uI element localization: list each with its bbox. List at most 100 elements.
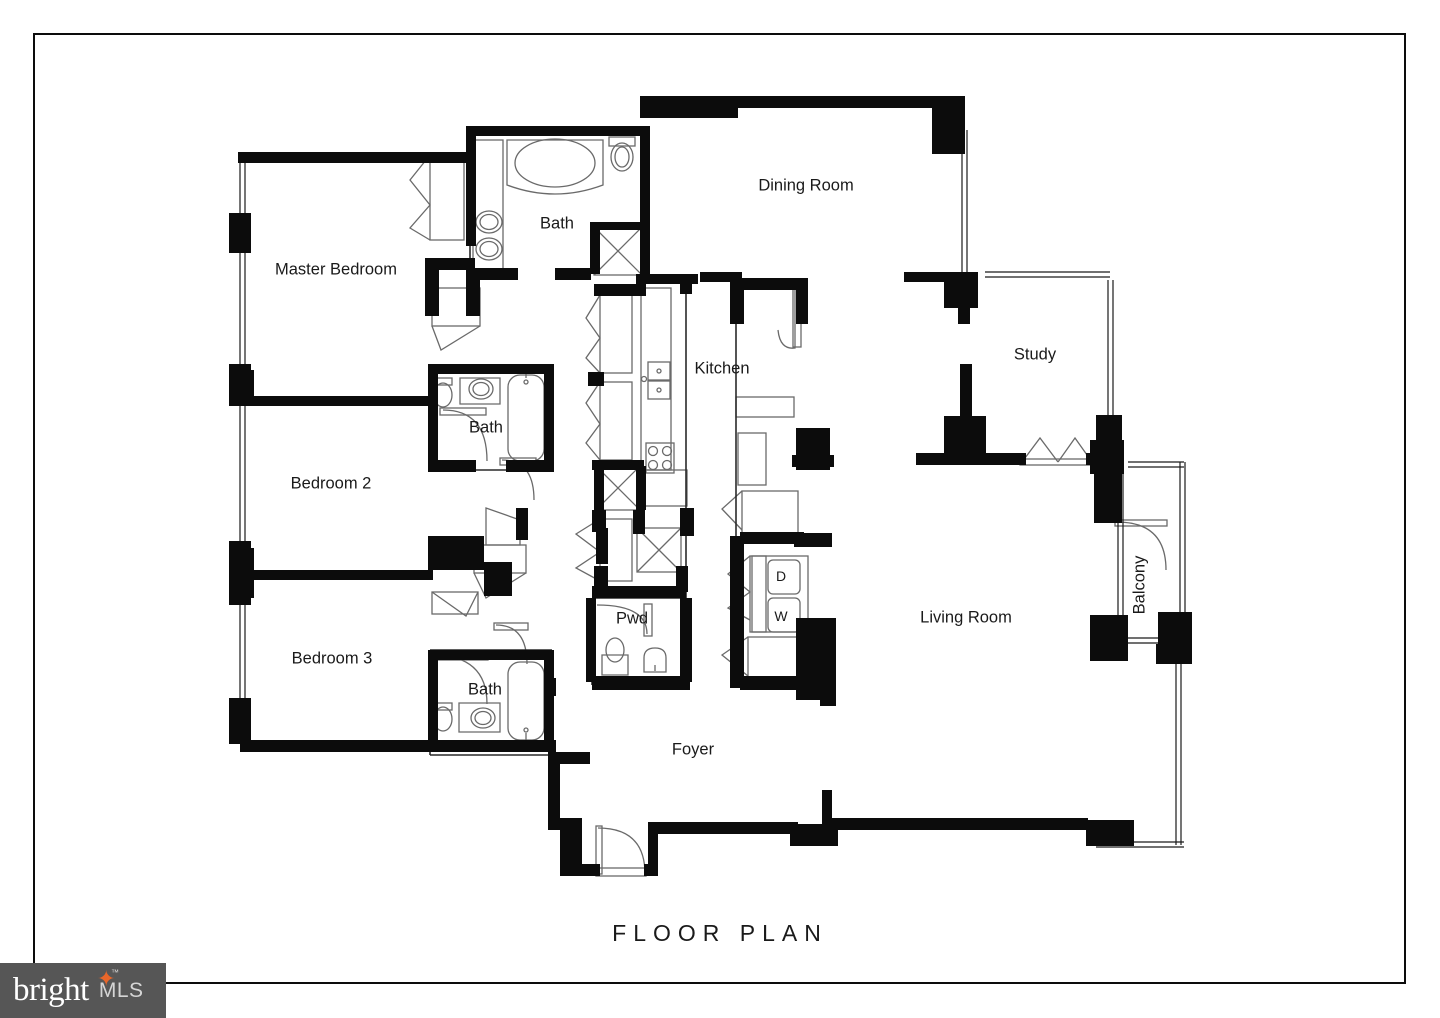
window-left-3 [239,405,246,543]
kitchen-counter-east-upper [735,396,795,418]
wall-foyer-s1 [560,864,600,876]
door-leaf-pwd [643,603,653,637]
wall-pwd-box [591,597,687,686]
wall-bath3-e [544,650,554,750]
sink-upper-basin-master [479,213,499,231]
wall-laundry-s [740,676,836,690]
wall-pwd-w [586,598,596,682]
wall-shower-s [636,274,698,284]
toilet-base-pwd [601,654,629,676]
burner-1 [647,445,659,457]
toilet-bowl-pwd [605,637,625,663]
door-leaf-bed3 [493,622,529,631]
master-closet-shelf [429,154,465,241]
watermark-suffix-label: MLS [98,978,144,1002]
wall-closet-blk-2 [484,562,512,596]
wall-master-north [238,152,470,163]
wall-hall-sub3 [633,510,645,534]
storage-x-b [636,527,682,573]
wall-shower-w [590,222,600,274]
wall-masterbath-s1 [466,268,518,280]
dryer-label: D [775,568,787,584]
wall-dining-sw [700,272,742,282]
closet-door-low [431,591,479,617]
pier-living-s [1086,820,1134,846]
watermark-brand-text: bright ✦ ™ [13,969,119,1008]
wall-kitchen-n [736,278,808,290]
kitchen-door-east [721,490,743,531]
wall-foyer-s3 [648,822,658,876]
wall-closet-e [466,270,480,316]
wall-hall-sub [592,460,644,470]
wall-kitchen-sw [680,508,694,536]
toilet-bowl-master [610,142,634,172]
wall-masterbath-n [466,126,648,136]
pier-foyer-se-stub [822,790,832,826]
tub-surround-master [506,139,604,195]
wall-bath3-s [428,740,554,752]
wall-kitchen-hall-n [594,284,646,296]
sink-drain-left [656,368,662,374]
storage-closet-b [636,527,682,573]
window-walls [239,130,1186,848]
wall-closet-blk-3 [516,508,528,540]
wall-bath3-w [428,650,438,750]
window-living-right [1175,646,1182,845]
shower-x-master [593,226,643,276]
wall-pwd-s [592,676,690,690]
pier-balcony-sw [1090,615,1128,661]
door-swing-balcony [1116,521,1167,571]
wall-bath2-s1 [428,460,476,472]
sink-basin-bath2 [472,381,490,397]
watermark-brand-label: bright [13,972,89,1008]
wall-closet-blk-1 [428,536,484,570]
sink-pwd [643,647,667,673]
wall-hall-mid-stub [588,372,604,386]
vanity-counter-master [472,139,504,273]
wall-closet-w [425,270,439,316]
door-threshold-entry [595,867,647,877]
tub-bath2 [507,374,545,462]
burner-3 [647,459,659,471]
toilet-tank-master [608,136,636,147]
wall-bed3-north [251,570,433,580]
hall-closet-upper [599,294,633,374]
cooktop [645,442,675,474]
wall-pwd-n [592,586,686,598]
bright-mls-watermark: bright ✦ ™ MLS [0,963,166,1018]
sink-faucet [640,375,648,383]
sink-drain-right [656,387,662,393]
door-swing-bath3 [431,654,488,705]
window-left-4 [239,604,246,700]
sheet-border [33,33,1406,984]
window-left-2 [239,252,246,366]
star-icon: ✦ [97,967,115,992]
vanity-bath3 [458,702,501,733]
wall-living-s [822,818,1088,830]
pier-study-sw [944,416,986,460]
wall-foyer-s2 [648,822,798,834]
wall-laundry-w [730,536,744,688]
wall-shower-n [590,222,648,230]
wall-dining-nw [640,96,738,118]
dryer-unit [767,559,801,595]
kitchen-counter-east-lower [741,490,799,538]
door-swing-entry [597,827,646,875]
wall-foyer-nw [548,752,590,764]
sink-bath3 [470,707,496,729]
burner-2 [661,445,673,457]
closet-shelf-low [431,591,479,615]
bifold-door-master-closet [409,154,431,241]
sink-lower-basin-master [479,240,499,258]
hall-closet-lower [599,381,633,461]
wall-study-s1 [916,453,1026,465]
bifold-hall-upper [585,294,601,374]
window-left-1 [239,155,246,213]
kitchen-sink-left-basin [647,361,671,381]
page-title: FLOOR PLAN [612,920,828,946]
kitchen-counter-corner [640,469,688,507]
wall-hall-stub-d [676,566,688,592]
wall-foyer-e-stub [820,628,836,706]
